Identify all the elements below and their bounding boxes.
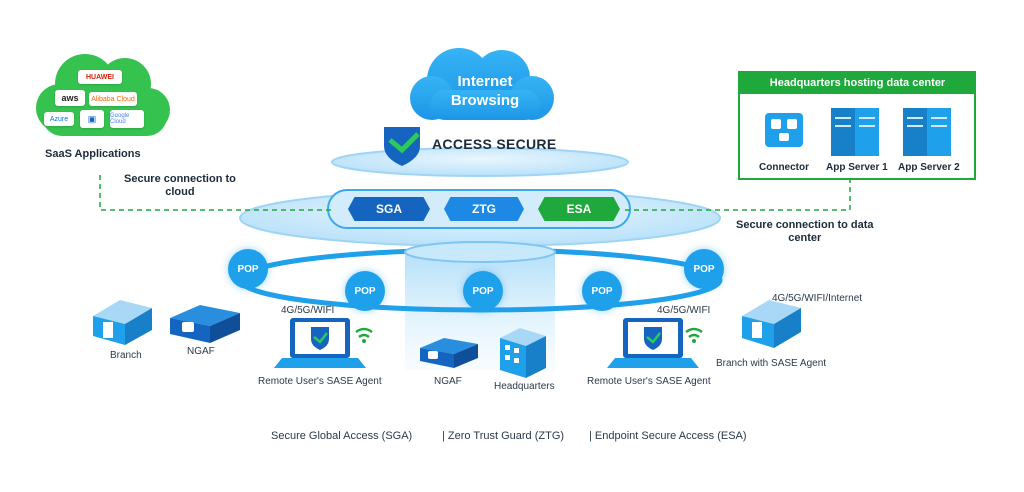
branch-building-right	[742, 300, 801, 348]
legend-sga: Secure Global Access (SGA)	[271, 430, 413, 442]
alibaba-cloud-logo: Alibaba Cloud	[89, 92, 137, 106]
secure-cloud-line2: cloud	[165, 186, 195, 198]
secure-cloud-label: Secure connection to cloud	[124, 173, 236, 199]
branch-label: Branch	[110, 350, 142, 361]
module-ztg-label: ZTG	[472, 202, 496, 216]
module-sga: SGA	[348, 197, 430, 221]
remote-right-net-label: 4G/5G/WIFI	[657, 305, 711, 316]
pop-node-1: POP	[228, 249, 268, 289]
ngaf-center-label: NGAF	[434, 376, 462, 387]
cloud-label: Internet Browsing	[430, 72, 540, 110]
branch-agent-net-label: 4G/5G/WIFI/Internet	[772, 293, 863, 304]
azure-logo: Azure	[44, 112, 74, 126]
secure-cloud-line1: Secure connection to	[124, 173, 236, 185]
app-server-2-rack	[903, 108, 951, 156]
headquarters-label: Headquarters	[494, 381, 555, 392]
module-esa: ESA	[538, 197, 620, 221]
pop-node-3: POP	[463, 271, 503, 311]
shield-logo	[384, 127, 420, 166]
ngaf-device-center	[420, 338, 478, 368]
branch-building-left	[93, 300, 152, 345]
secure-dc-line1: Secure connection to data	[736, 219, 874, 231]
app-server-2-label: App Server 2	[898, 162, 960, 173]
branch-agent-label: Branch with SASE Agent	[716, 358, 827, 369]
cloud-label-line1: Internet	[457, 73, 513, 90]
remote-left-net-label: 4G/5G/WIFI	[281, 305, 335, 316]
connector-device	[765, 113, 803, 147]
pop-node-5: POP	[684, 249, 724, 289]
aws-logo: aws	[55, 90, 85, 106]
pop-node-2: POP	[345, 271, 385, 311]
app-server-1-rack	[831, 108, 879, 156]
hq-datacenter-title: Headquarters hosting data center	[739, 72, 976, 94]
saas-app-icon: ▣	[80, 110, 104, 128]
cloud-dash-line	[99, 175, 335, 211]
module-esa-label: ESA	[566, 202, 592, 216]
ngaf-device-left	[170, 305, 240, 343]
legend-ztg: | Zero Trust Guard (ZTG)	[442, 430, 565, 442]
ngaf-left-label: NGAF	[187, 346, 215, 357]
legend-esa: | Endpoint Secure Access (ESA)	[589, 430, 747, 442]
remote-left-label: Remote User's SASE Agent	[258, 376, 382, 387]
pop-node-4: POP	[582, 271, 622, 311]
connector-label: Connector	[759, 162, 809, 173]
remote-right-label: Remote User's SASE Agent	[587, 376, 711, 387]
module-ztg: ZTG	[444, 197, 524, 221]
google-cloud-logo: Google Cloud	[110, 110, 144, 128]
laptop-left	[274, 318, 373, 368]
headquarters-building	[500, 328, 546, 378]
saas-label: SaaS Applications	[45, 148, 141, 160]
center-platform	[404, 241, 556, 263]
internet-cloud	[410, 48, 554, 120]
upper-disc	[331, 147, 629, 177]
brand-name: ACCESS SECURE	[432, 136, 557, 152]
dc-dash-line	[625, 180, 851, 211]
module-sga-label: SGA	[375, 202, 402, 216]
cloud-label-line2: Browsing	[450, 92, 520, 109]
secure-dc-label: Secure connection to data center	[736, 219, 874, 245]
laptop-right	[607, 318, 703, 368]
secure-dc-line2: center	[788, 232, 822, 244]
huawei-logo: HUAWEI	[78, 70, 122, 84]
app-server-1-label: App Server 1	[826, 162, 888, 173]
